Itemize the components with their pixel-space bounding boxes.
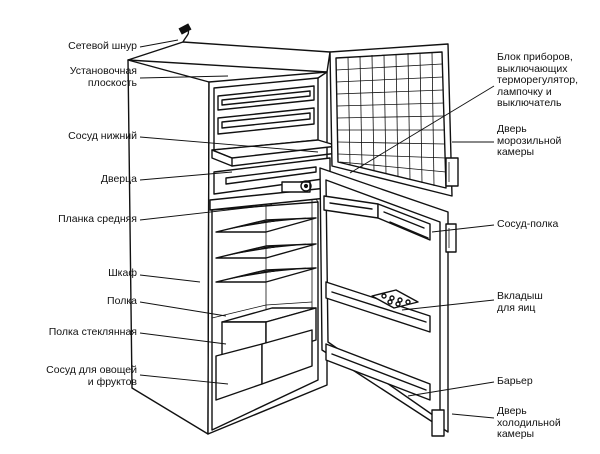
label-egg-insert: Вкладыш для яиц xyxy=(497,290,543,314)
power-cord xyxy=(178,23,192,43)
label-middle-strip: Планка средняя xyxy=(58,213,137,225)
label-power-cord: Сетевой шнур xyxy=(68,40,137,52)
leader-lines xyxy=(139,39,495,419)
label-shelf: Полка xyxy=(107,295,137,307)
wire-shelves xyxy=(215,217,317,283)
label-fridge-door: Дверь холодильной камеры xyxy=(497,405,561,440)
control-unit xyxy=(281,180,312,193)
label-cabinet: Шкаф xyxy=(108,267,137,279)
label-vegetable-container: Сосуд для овощей и фруктов xyxy=(46,364,137,388)
label-control-unit: Блок приборов, выключающих терморегулято… xyxy=(497,51,579,109)
vegetable-drawers xyxy=(215,307,317,401)
label-small-door: Дверца xyxy=(100,173,137,185)
freezer-door xyxy=(329,43,459,197)
label-glass-shelf: Полка стеклянная xyxy=(48,326,137,338)
egg-insert xyxy=(371,289,419,309)
freezer-trays xyxy=(217,85,315,135)
label-barrier: Барьер xyxy=(497,375,533,387)
label-shelf-container: Сосуд-полка xyxy=(497,218,559,230)
fridge-door xyxy=(319,167,457,437)
label-lower-vessel: Сосуд нижний xyxy=(68,130,137,142)
label-mounting-surface: Установочная плоскость xyxy=(69,65,137,89)
label-freezer-door: Дверь морозильной камеры xyxy=(497,123,562,158)
